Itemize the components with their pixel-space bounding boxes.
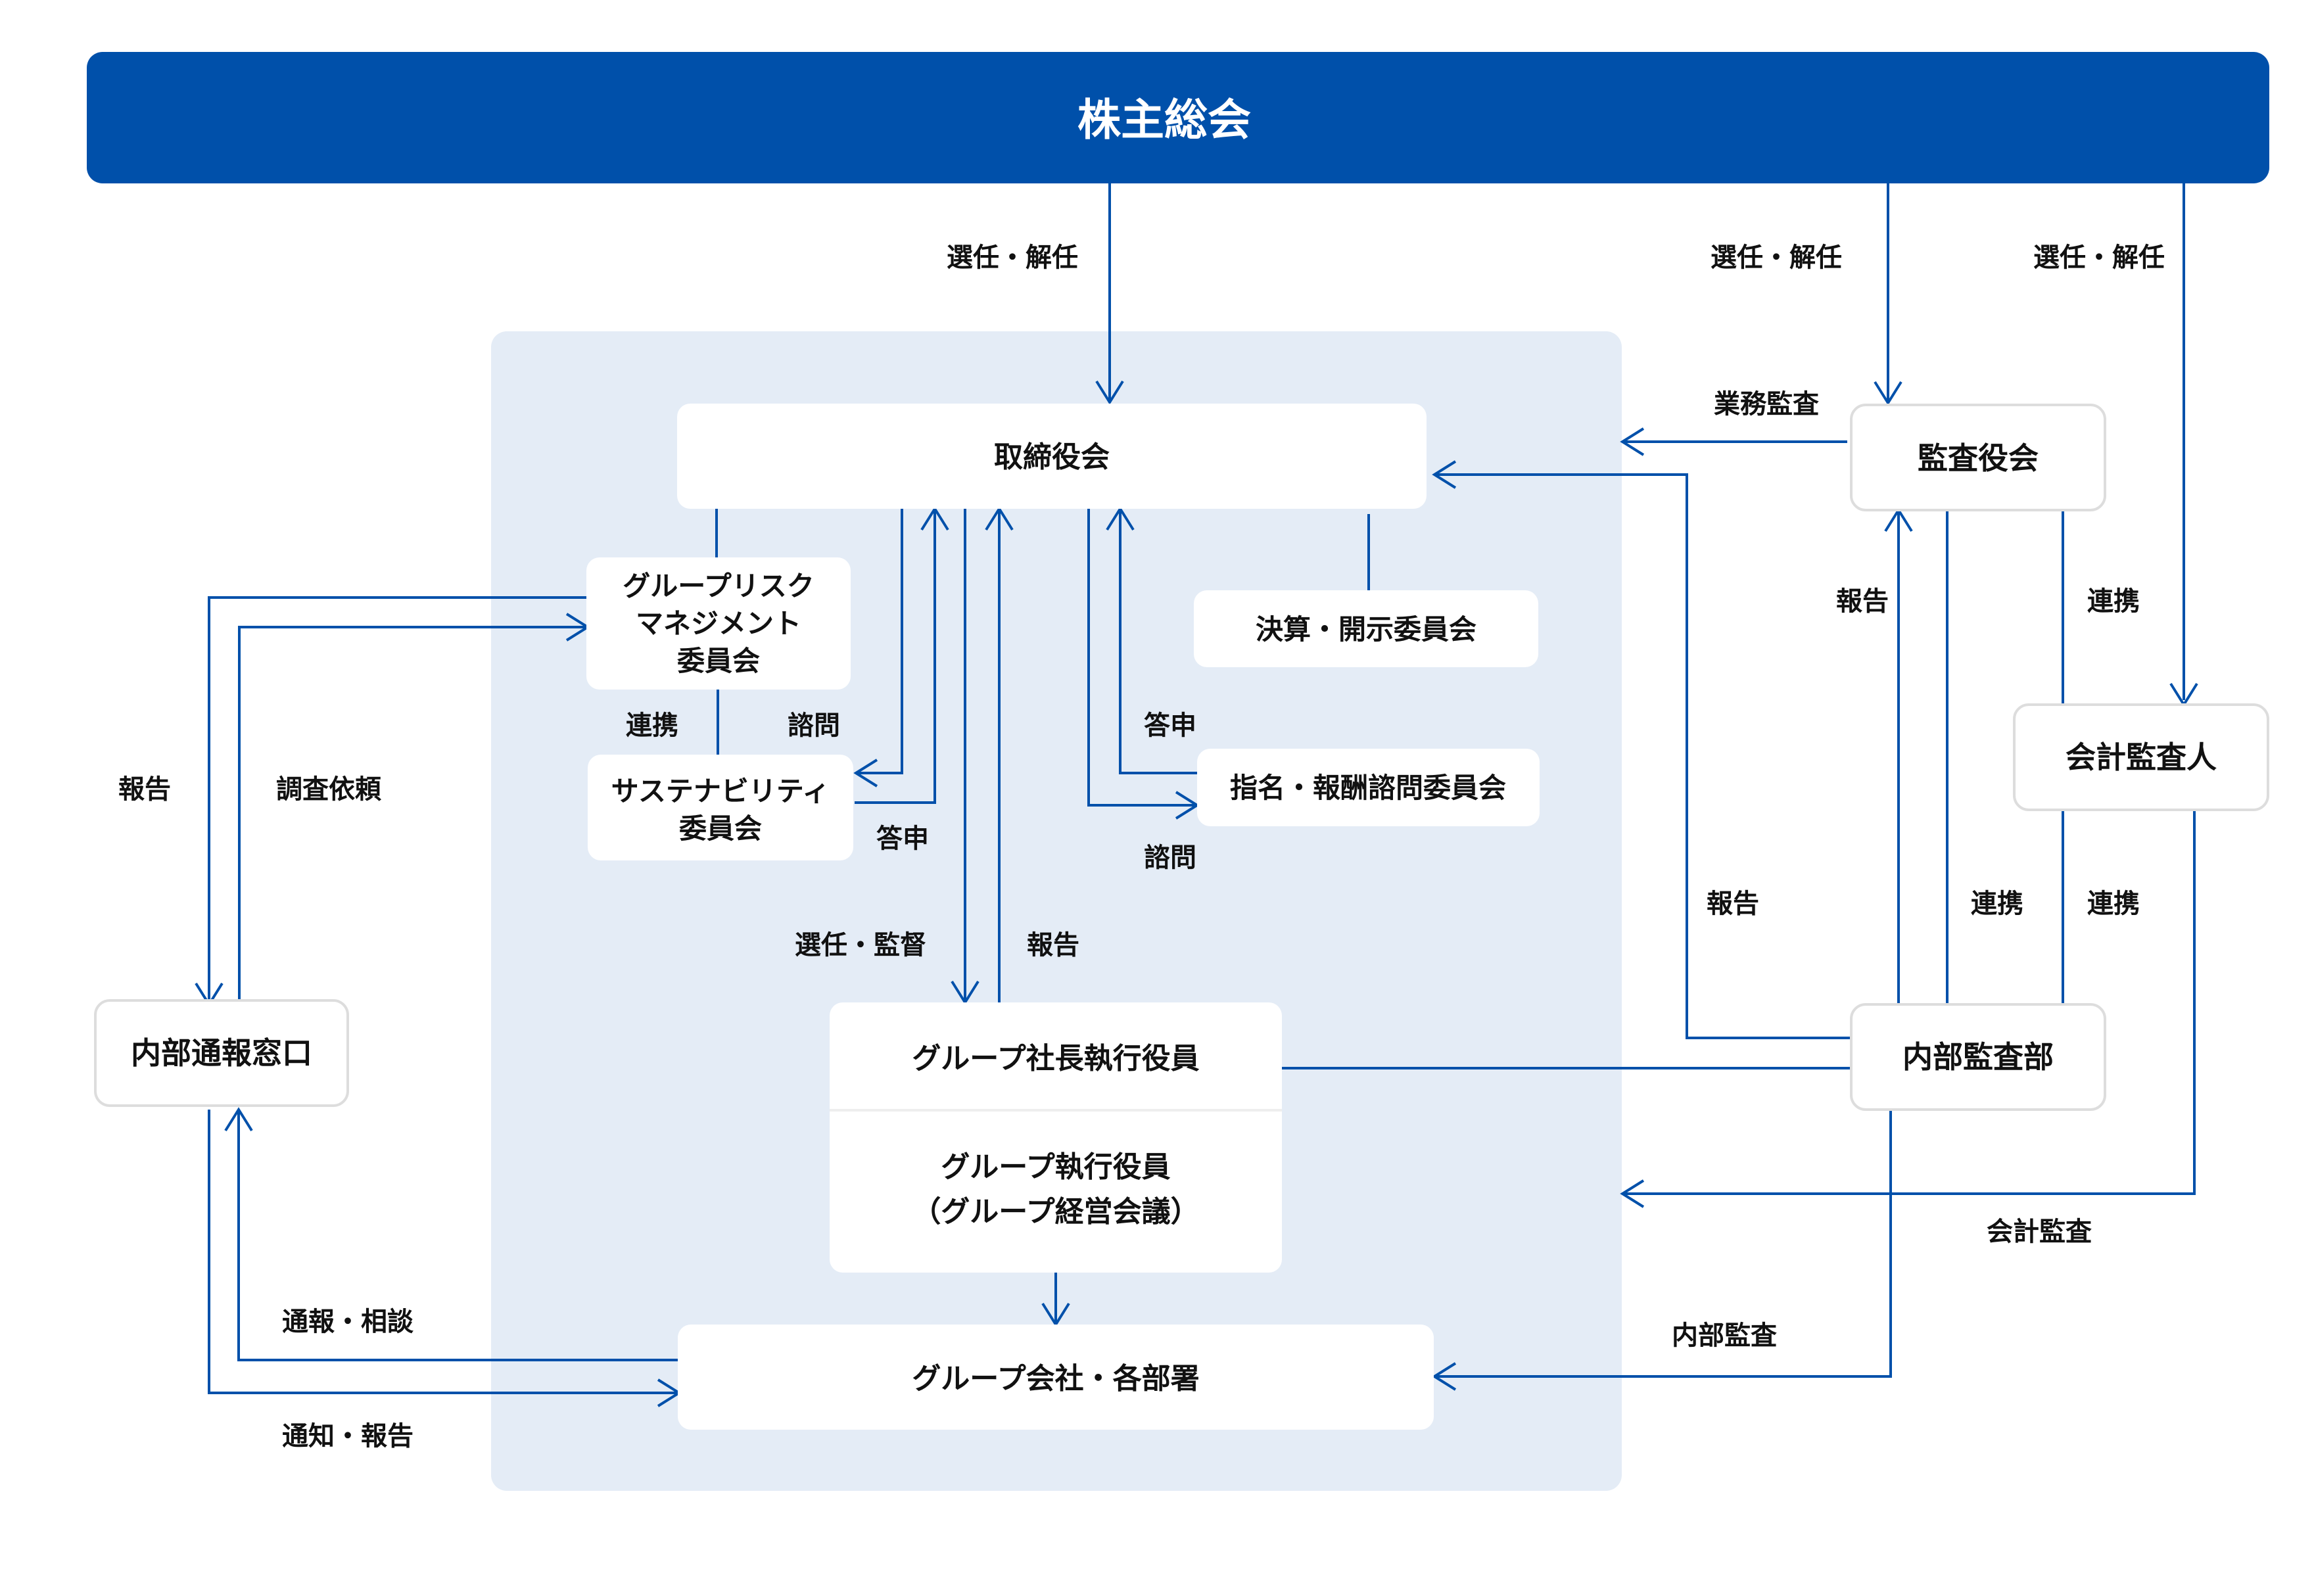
node-internal-audit[interactable]: 内部監査部 — [1850, 1003, 2106, 1111]
node-group-companies[interactable]: グループ会社・各部署 — [678, 1325, 1434, 1430]
node-sustainability-committee[interactable]: サステナビリティ 委員会 — [588, 755, 853, 860]
node-audit-board[interactable]: 監査役会 — [1850, 404, 2106, 511]
edge-notify-report — [208, 1110, 676, 1394]
edge-investigation-request — [238, 626, 585, 1004]
edge-internal-report-board — [1434, 473, 1851, 1039]
node-group-companies-label: グループ会社・各部署 — [912, 1362, 1199, 1396]
node-risk-committee-line-2: マネジメント — [636, 607, 801, 640]
label-report-whistle: 報告 — [118, 774, 171, 805]
label-reply-nomination: 答申 — [1144, 711, 1196, 741]
shareholders-meeting-node[interactable]: 株主総会 — [87, 52, 2269, 183]
edge-reply-sustain — [855, 511, 936, 804]
node-disclosure-committee[interactable]: 決算・開示委員会 — [1194, 590, 1538, 667]
edge-internal-audit — [1434, 1110, 1892, 1378]
label-report-consult: 通報・相談 — [282, 1307, 413, 1337]
label-investigation-request: 調査依頼 — [276, 774, 382, 805]
arrowhead-up-icon — [224, 1107, 253, 1132]
node-board[interactable]: 取締役会 — [677, 404, 1427, 509]
node-nomination-label: 指名・報酬諮問委員会 — [1230, 772, 1506, 804]
arrowhead-down-icon — [1095, 380, 1124, 405]
node-board-label: 取締役会 — [994, 440, 1110, 474]
node-sustainability-line-2: 委員会 — [679, 812, 762, 845]
node-risk-committee[interactable]: グループリスク マネジメント 委員会 — [586, 557, 851, 690]
node-sustainability-line-1: サステナビリティ — [611, 775, 830, 807]
label-appoint-supervise: 選任・監督 — [795, 930, 926, 960]
node-whistleblowing[interactable]: 内部通報窓口 — [94, 999, 349, 1107]
edge-consult-nomination — [1087, 509, 1194, 807]
label-consult-sustain: 諮問 — [788, 711, 840, 741]
label-report-president: 報告 — [1027, 930, 1079, 960]
node-disclosure-label: 決算・開示委員会 — [1256, 613, 1476, 645]
label-report-audit-board: 報告 — [1836, 586, 1889, 617]
edge-reply-nomination — [1119, 511, 1197, 774]
arrowhead-left-icon — [1620, 1179, 1645, 1208]
arrowhead-left-icon — [1432, 1362, 1457, 1391]
edge-labels: 選任・解任 選任・解任 選任・解任 業務監査 報告 連携 報告 連携 連携 会計… — [118, 243, 2165, 1451]
label-coop-audit-accountant: 連携 — [2087, 586, 2140, 617]
arrowhead-left-icon — [853, 759, 878, 787]
arrowhead-left-icon — [1432, 460, 1457, 489]
label-notify-report: 通知・報告 — [282, 1421, 413, 1451]
edge-accounting-audit — [1624, 810, 2196, 1195]
label-coop-risk-sustain: 連携 — [626, 711, 678, 741]
node-executives-line-2: （グループ経営会議） — [912, 1195, 1199, 1229]
label-report-internal-board: 報告 — [1707, 889, 1759, 919]
label-coop-internal-audit-board: 連携 — [1971, 889, 2023, 919]
node-president-executives[interactable]: グループ社長執行役員 グループ執行役員 （グループ経営会議） — [830, 1002, 1282, 1273]
label-reply-sustain: 答申 — [876, 824, 929, 854]
edges-group — [208, 183, 2196, 1394]
edge-risk-report-whistle — [208, 596, 588, 1002]
label-elect-dismiss-audit: 選任・解任 — [1711, 243, 1842, 273]
node-nomination-committee[interactable]: 指名・報酬諮問委員会 — [1197, 749, 1540, 826]
node-whistleblowing-label: 内部通報窓口 — [131, 1035, 312, 1071]
arrowhead-left-icon — [1620, 427, 1645, 456]
label-consult-nomination: 諮問 — [1144, 843, 1196, 873]
node-executives-line-1: グループ執行役員 — [941, 1150, 1170, 1184]
label-elect-dismiss-board: 選任・解任 — [947, 243, 1078, 273]
node-internal-audit-label: 内部監査部 — [1902, 1039, 2054, 1075]
arrowhead-down-icon — [1874, 381, 1902, 406]
node-accounting-auditor[interactable]: 会計監査人 — [2013, 703, 2269, 811]
label-internal-audit: 内部監査 — [1672, 1321, 1777, 1351]
shareholders-meeting-title: 株主総会 — [1077, 95, 1251, 145]
label-coop-internal-accountant: 連携 — [2087, 889, 2140, 919]
label-accounting-audit: 会計監査 — [1987, 1217, 2092, 1247]
node-risk-committee-line-1: グループリスク — [623, 570, 814, 602]
node-risk-committee-line-3: 委員会 — [677, 645, 760, 677]
edge-report-consult — [237, 1112, 679, 1361]
node-audit-board-label: 監査役会 — [1918, 440, 2039, 476]
label-business-audit: 業務監査 — [1714, 389, 1819, 419]
node-president-label: グループ社長執行役員 — [912, 1042, 1199, 1075]
label-elect-dismiss-accountant: 選任・解任 — [2033, 243, 2165, 273]
node-accounting-auditor-label: 会計監査人 — [2066, 739, 2217, 775]
edge-consult-sustain — [857, 509, 903, 774]
